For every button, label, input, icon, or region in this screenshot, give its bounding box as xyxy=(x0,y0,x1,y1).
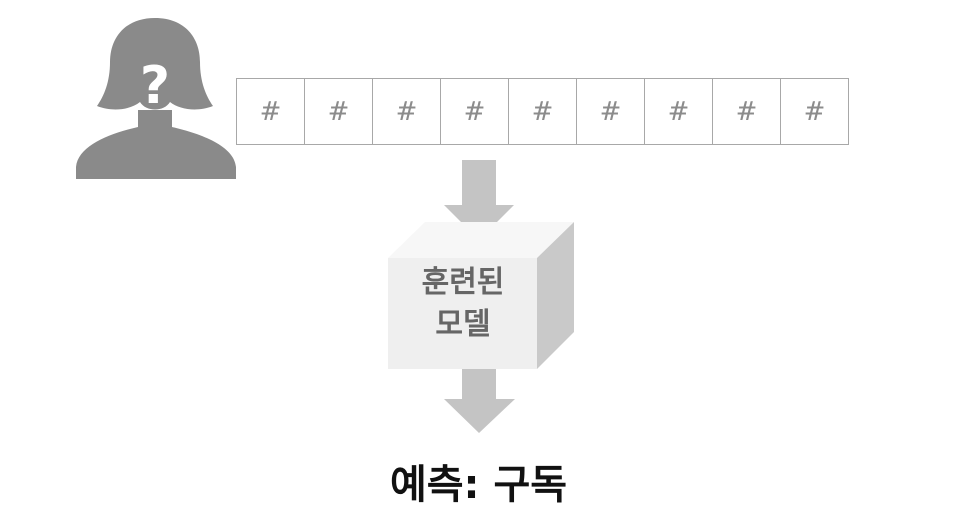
feature-cells: # # # # # # # # # xyxy=(236,78,849,145)
model-label-line2: 모델 xyxy=(435,307,491,342)
model-label-line1: 훈련된 xyxy=(421,265,505,300)
cube-top xyxy=(388,222,574,258)
cube-side xyxy=(537,222,574,369)
model-label: 훈련된 모델 xyxy=(388,262,538,346)
trained-model-cube xyxy=(388,222,574,369)
feature-cell: # xyxy=(508,78,577,145)
feature-cell: # xyxy=(236,78,305,145)
question-mark: ? xyxy=(140,56,170,116)
feature-cell: # xyxy=(576,78,645,145)
feature-cell: # xyxy=(712,78,781,145)
arrow-down-icon xyxy=(444,369,515,433)
person-hair xyxy=(97,18,213,110)
arrow-down-icon xyxy=(444,160,514,240)
person-body xyxy=(76,110,236,179)
feature-cell: # xyxy=(644,78,713,145)
cube-front xyxy=(388,258,537,369)
unknown-person-icon: ? xyxy=(76,18,236,179)
feature-cell: # xyxy=(372,78,441,145)
feature-cell: # xyxy=(440,78,509,145)
feature-cell: # xyxy=(780,78,849,145)
feature-cell: # xyxy=(304,78,373,145)
prediction-text: 예측: 구독 xyxy=(389,462,568,508)
